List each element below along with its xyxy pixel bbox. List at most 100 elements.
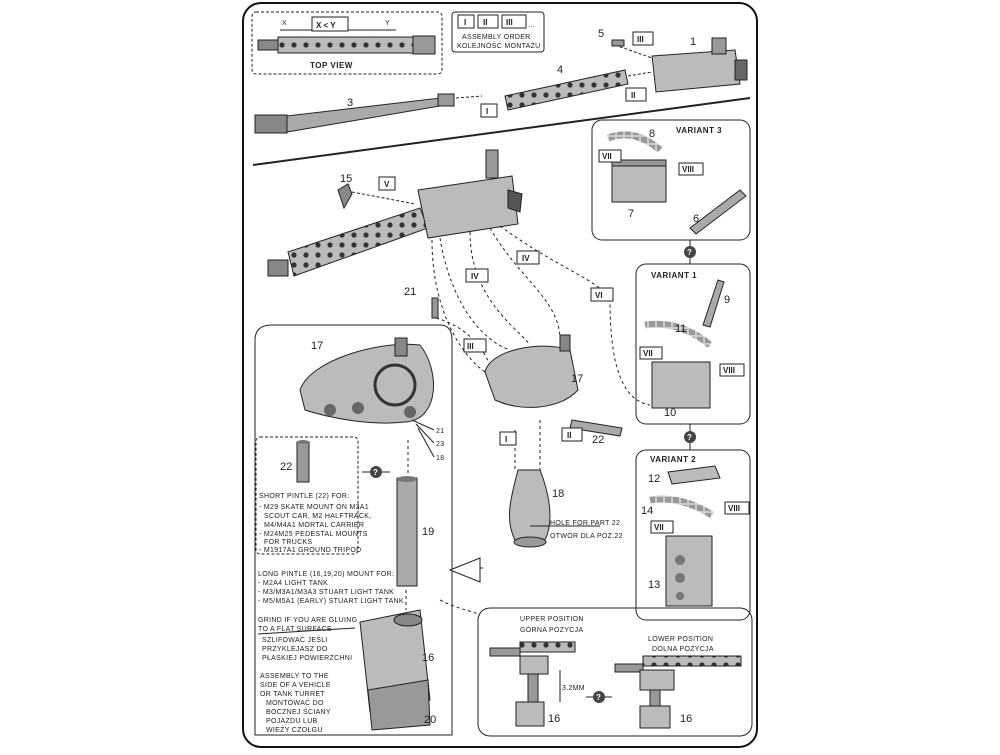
part-number-15: 15 — [340, 173, 352, 185]
part-number-18-detail: 18 — [436, 455, 444, 462]
part-number-9: 9 — [724, 294, 730, 306]
left-callout-panel — [254, 324, 453, 736]
variant-3-title: VARIANT 3 — [676, 126, 722, 135]
part-number-5: 5 — [598, 28, 604, 40]
choice-mark-4: ? — [596, 693, 601, 702]
upper-position-title-pl: GÓRNA POZYCJA — [520, 625, 583, 634]
pintle-choice: ? — [362, 466, 390, 478]
step-v: V — [384, 180, 390, 189]
part-number-16-lower: 16 — [680, 713, 692, 725]
assembly-order-title: ASSEMBLY ORDER — [462, 34, 531, 41]
upper-position-gun — [489, 641, 576, 727]
assembly-order-title-pl: KOLEJNOŚĆ MONTAŻU — [457, 41, 541, 50]
part-number-10: 10 — [664, 407, 676, 419]
short-pintle-line-6: - M1917A1 GROUND TRIPOD — [259, 547, 361, 554]
step-ii-mid: II — [567, 431, 571, 440]
variant-1-title: VARIANT 1 — [651, 271, 697, 280]
positions-panel — [477, 607, 753, 737]
long-pintle-title: LONG PINTLE (16,19,20) MOUNT FOR: — [258, 571, 394, 578]
cradle-17-detail — [299, 337, 434, 424]
step-vi: VI — [595, 291, 603, 300]
choice-mark-2: ? — [687, 433, 692, 442]
upper-position-title: UPPER POSITION — [520, 616, 584, 623]
top-view-panel: X X < Y Y TOP VIEW — [251, 11, 443, 75]
part-number-14: 14 — [641, 505, 653, 517]
lower-position-title-pl: DOLNA POZYCJA — [652, 646, 714, 653]
step-i-top: I — [486, 107, 488, 116]
variant-2-title: VARIANT 2 — [650, 455, 696, 464]
long-pintle-line-2: - M3/M3A1/M3A3 STUART LIGHT TANK — [258, 589, 394, 596]
bracket-16 — [359, 609, 431, 731]
pintle-18 — [509, 469, 551, 548]
order-step-3: III — [506, 18, 513, 27]
grind-note-pl-1: SZLIFOWAĆ JEŚLI — [262, 635, 328, 644]
step-i-mid: I — [505, 435, 507, 444]
part-number-16-upper: 16 — [548, 713, 560, 725]
lower-position-title: LOWER POSITION — [648, 636, 713, 643]
step-iv-b: IV — [522, 254, 530, 263]
part-number-18-mid: 18 — [552, 488, 564, 500]
step-ii-top: II — [631, 91, 635, 100]
lower-position-gun — [614, 655, 742, 729]
part-number-12: 12 — [648, 473, 660, 485]
variant-choice-upper: ? — [684, 240, 696, 264]
part-number-22-detail: 22 — [280, 461, 292, 473]
short-pintle-line-3: M4/M4A1 MORTAL CARRIER — [264, 522, 364, 529]
hole-note-en: HOLE FOR PART 22 — [550, 520, 620, 527]
short-pintle-box — [255, 436, 359, 555]
choice-mark-1: ? — [687, 248, 692, 257]
step-iii-mid: III — [467, 342, 474, 351]
choice-mark-3: ? — [373, 468, 378, 477]
top-view-x: X — [282, 20, 287, 27]
side-note-pl-1: MONTOWAĆ DO — [266, 698, 324, 707]
part-number-21-detail: 21 — [436, 428, 444, 435]
side-note-pl-4: WIEŻY CZOŁGU — [266, 725, 323, 734]
step-vii-v1: VII — [643, 349, 653, 358]
side-note-en-3: OR TANK TURRET — [260, 691, 325, 698]
grind-note-en-2: TO A FLAT SURFACE — [258, 626, 332, 633]
grind-note-pl-3: PŁASKIEJ POWIERZCHNI — [262, 655, 352, 662]
main-gun — [267, 149, 523, 277]
part-number-22-mid: 22 — [592, 434, 604, 446]
short-pintle-line-5: FOR TRUCKS — [264, 539, 312, 546]
side-note-en-1: ASSEMBLY TO THE — [260, 673, 329, 680]
part-number-20: 20 — [424, 714, 436, 726]
top-view-y: Y — [385, 20, 390, 27]
variant-2-panel — [635, 449, 751, 621]
part-number-17-mid: 17 — [571, 373, 583, 385]
grind-note-en-1: GRIND IF YOU ARE GLUING — [258, 617, 357, 624]
short-pintle-line-4: - M24M25 PEDESTAL MOUNTS — [259, 531, 368, 538]
dimension-label: 3.2MM — [562, 685, 585, 692]
long-pintle-line-1: - M2A4 LIGHT TANK — [258, 580, 328, 587]
part-number-7: 7 — [628, 208, 634, 220]
section-divider — [252, 97, 751, 166]
pointer-triangle — [448, 557, 481, 583]
short-pintle-line-2: SCOUT CAR, M2 HALFTRACK, — [264, 513, 371, 520]
long-pintle-line-3: - M5/M5A1 (EARLY) STUART LIGHT TANK — [258, 598, 404, 605]
top-view-title: TOP VIEW — [310, 61, 353, 70]
part-number-1: 1 — [690, 36, 696, 48]
variant-1-panel — [635, 263, 751, 425]
part-number-6: 6 — [693, 213, 699, 225]
order-step-1: I — [464, 18, 466, 27]
grind-note-pl-2: PRZYKLEJASZ DO — [262, 646, 328, 653]
position-choice: ? — [586, 691, 612, 703]
variant-choice-lower: ? — [684, 424, 696, 450]
step-iii-top: III — [637, 35, 644, 44]
variant-3-panel — [591, 119, 751, 241]
part-number-17-detail: 17 — [311, 340, 323, 352]
part-number-19: 19 — [422, 526, 434, 538]
side-note-pl-3: POJAZDU LUB — [266, 718, 318, 725]
assembly-order-legend: I II III ... ASSEMBLY ORDER KOLEJNOŚĆ MO… — [451, 11, 545, 53]
side-note-pl-2: BOCZNEJ ŚCIANY — [266, 707, 331, 716]
part-number-13: 13 — [648, 579, 660, 591]
side-note-en-2: SIDE OF A VEHICLE — [260, 682, 331, 689]
part-number-8: 8 — [649, 128, 655, 140]
part-number-4: 4 — [557, 64, 563, 76]
part-number-11: 11 — [675, 323, 686, 335]
hole-note-pl: OTWÓR DLA POZ.22 — [550, 531, 623, 540]
step-vii-v2: VII — [654, 523, 664, 532]
top-view-xy: X < Y — [316, 21, 336, 30]
